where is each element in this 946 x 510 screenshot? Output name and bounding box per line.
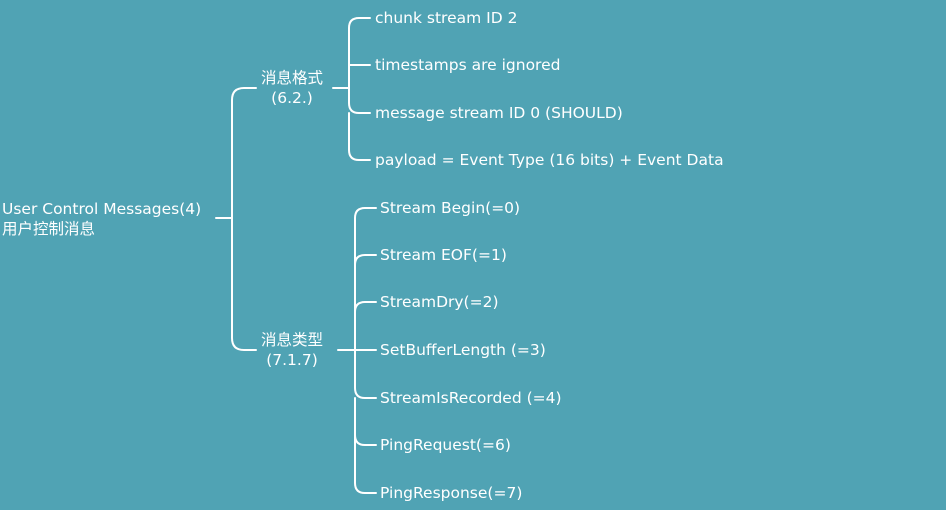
types-child-link-3	[354, 301, 377, 313]
format-leaf-payload[interactable]: payload = Event Type (16 bits) + Event D…	[375, 151, 724, 169]
types-child-link-1	[354, 207, 377, 351]
types-child-link-7	[354, 397, 377, 494]
types-section-ref: (7.1.7)	[266, 351, 318, 369]
types-leaf-ping-request[interactable]: PingRequest(=6)	[380, 436, 511, 454]
format-child-link-1	[348, 17, 371, 89]
format-child-link-4	[348, 112, 371, 161]
types-leaf-ping-response[interactable]: PingResponse(=7)	[380, 484, 523, 502]
format-title: 消息格式	[260, 69, 323, 87]
types-branch-node[interactable]: 消息类型 (7.1.7)	[254, 330, 330, 370]
format-child-link-3	[348, 87, 371, 114]
types-leaf-stream-dry[interactable]: StreamDry(=2)	[380, 293, 499, 311]
format-leaf-timestamps[interactable]: timestamps are ignored	[375, 56, 561, 74]
format-leaf-message-stream[interactable]: message stream ID 0 (SHOULD)	[375, 104, 623, 122]
types-child-link-6	[354, 434, 377, 446]
types-leaf-set-buffer-length[interactable]: SetBufferLength (=3)	[380, 341, 546, 359]
format-section-ref: (6.2.)	[271, 89, 313, 107]
types-child-link-2	[354, 254, 377, 266]
root-to-format-link	[231, 87, 257, 219]
format-leaf-chunk-stream[interactable]: chunk stream ID 2	[375, 9, 518, 27]
root-subtitle: 用户控制消息	[2, 220, 96, 238]
root-to-types-link	[231, 217, 257, 351]
root-title: User Control Messages(4)	[2, 200, 202, 218]
root-node[interactable]: User Control Messages(4) 用户控制消息	[2, 199, 201, 239]
format-branch-node[interactable]: 消息格式 (6.2.)	[254, 68, 330, 108]
types-title: 消息类型	[260, 331, 323, 349]
types-leaf-stream-eof[interactable]: Stream EOF(=1)	[380, 246, 507, 264]
types-child-link-5	[354, 349, 377, 399]
types-leaf-stream-begin[interactable]: Stream Begin(=0)	[380, 199, 521, 217]
types-leaf-stream-is-recorded[interactable]: StreamIsRecorded (=4)	[380, 389, 562, 407]
